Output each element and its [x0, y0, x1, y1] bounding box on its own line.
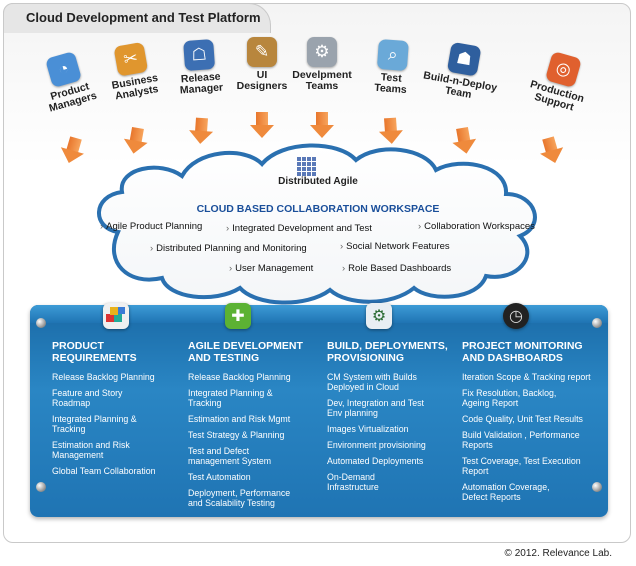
- cloud-item: ›Collaboration Workspaces: [418, 221, 535, 232]
- column-item: Release Backlog Planning: [188, 372, 291, 382]
- title-tab: [3, 3, 271, 33]
- cloud-item: ›Integrated Development and Test: [226, 223, 372, 234]
- column-item: Images Virtualization: [327, 424, 409, 434]
- gauge-icon: ◷: [503, 303, 529, 329]
- panel-top-bevel: [30, 305, 608, 323]
- cloud-item: ›User Management: [229, 263, 314, 274]
- column-build-deployments: BUILD, DEPLOYMENTS,PROVISIONING CM System…: [327, 340, 462, 498]
- column-item: Automation Coverage,Defect Reports: [462, 482, 550, 502]
- page-title: Cloud Development and Test Platform: [26, 10, 261, 25]
- column-item: Iteration Scope & Tracking report: [462, 372, 591, 382]
- cloud-item: ›Role Based Dashboards: [342, 263, 452, 274]
- column-item: Test Strategy & Planning: [188, 430, 285, 440]
- distributed-agile-label: Distributed Agile: [278, 176, 358, 187]
- column-item: Estimation and Risk Mgmt: [188, 414, 291, 424]
- column-item: Automated Deployments: [327, 456, 424, 466]
- palette-icon: ✎: [247, 37, 277, 67]
- column-item: Test Automation: [188, 472, 251, 482]
- column-item: Integrated Planning &Tracking: [188, 388, 273, 408]
- capabilities-panel: [30, 305, 608, 517]
- column-item: Release Backlog Planning: [52, 372, 155, 382]
- column-title: BUILD, DEPLOYMENTS,PROVISIONING: [327, 340, 448, 364]
- column-item: Code Quality, Unit Test Results: [462, 414, 583, 424]
- rivet-top-left: [36, 318, 46, 328]
- puzzle-piece-icon: ✚: [225, 303, 251, 329]
- cloud-item: ›Agile Product Planning: [100, 221, 203, 232]
- cloud-item: ›Social Network Features: [340, 241, 450, 252]
- cloud-item: ›Distributed Planning and Monitoring: [150, 243, 307, 254]
- distributed-agile-icon: [296, 156, 316, 176]
- column-item: Fix Resolution, Backlog,Ageing Report: [462, 388, 557, 408]
- column-item: Global Team Collaboration: [52, 466, 156, 476]
- column-item: Environment provisioning: [327, 440, 426, 450]
- copyright: © 2012. Relevance Lab.: [504, 548, 612, 559]
- rivet-top-right: [592, 318, 602, 328]
- window-gear-icon: ⚙: [366, 303, 392, 329]
- rivet-bottom-left: [36, 482, 46, 492]
- puzzle-blocks-icon: [103, 303, 129, 329]
- column-item: Integrated Planning &Tracking: [52, 414, 137, 434]
- rivet-bottom-right: [592, 482, 602, 492]
- gears-icon: ⚙: [307, 37, 337, 67]
- cloud-title: CLOUD BASED COLLABORATION WORKSPACE: [196, 203, 440, 215]
